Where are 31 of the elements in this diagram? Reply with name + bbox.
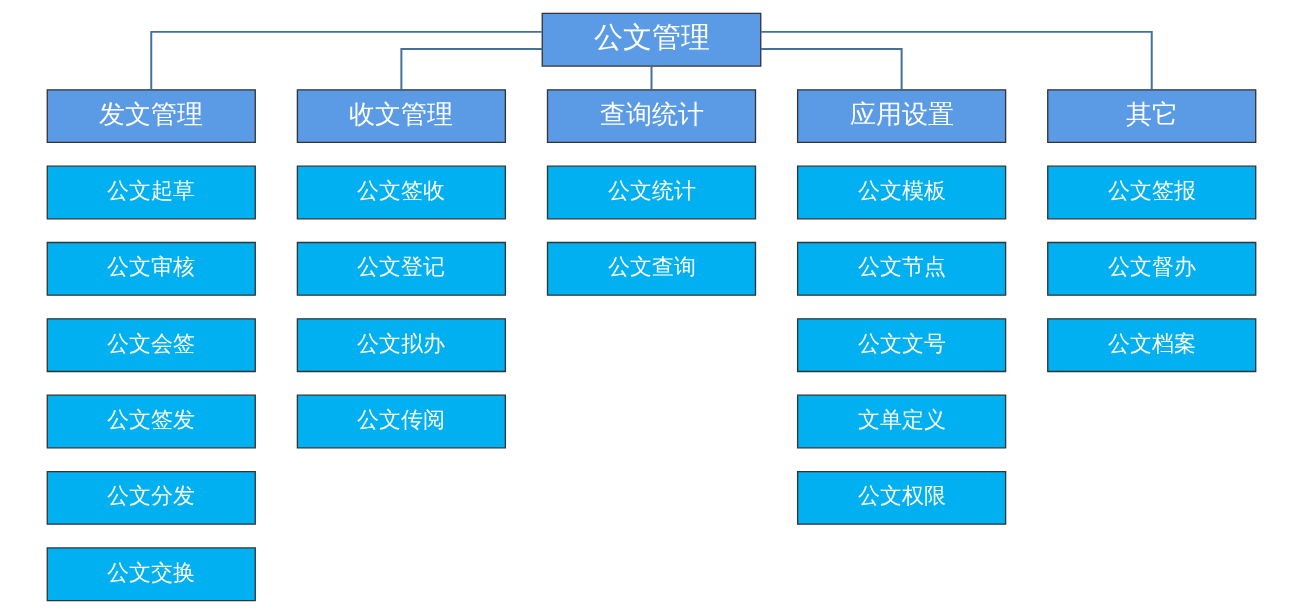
node-box: 公文督办 xyxy=(1047,241,1257,296)
node-box: 公文档案 xyxy=(1047,318,1257,373)
node-box: 公文文号 xyxy=(796,318,1007,373)
node-box: 公文拟办 xyxy=(296,318,507,373)
connector xyxy=(400,48,544,91)
node-box: 公文管理 xyxy=(541,12,762,67)
node-box: 应用设置 xyxy=(796,89,1007,144)
node-box: 发文管理 xyxy=(46,89,256,144)
node-box: 其它 xyxy=(1047,89,1257,144)
node-box: 公文起草 xyxy=(46,165,256,220)
node-box: 公文权限 xyxy=(796,470,1007,525)
node-box: 公文查询 xyxy=(546,241,757,296)
node-box: 公文模板 xyxy=(796,165,1007,220)
node-box: 公文传阅 xyxy=(296,394,507,449)
connector xyxy=(759,48,903,91)
connector xyxy=(150,30,543,91)
node-box: 文单定义 xyxy=(796,394,1007,449)
node-box: 公文签报 xyxy=(1047,165,1257,220)
node-box: 公文分发 xyxy=(46,470,256,525)
connector xyxy=(650,65,653,91)
connector xyxy=(760,30,1153,91)
node-box: 公文会签 xyxy=(46,318,256,373)
node-box: 公文审核 xyxy=(46,241,256,296)
node-box: 公文节点 xyxy=(796,241,1007,296)
node-box: 公文统计 xyxy=(546,165,757,220)
node-box: 收文管理 xyxy=(296,89,507,144)
node-box: 公文登记 xyxy=(296,241,507,296)
node-box: 公文签发 xyxy=(46,394,256,449)
node-box: 查询统计 xyxy=(546,89,757,144)
node-box: 公文交换 xyxy=(46,547,256,602)
node-box: 公文签收 xyxy=(296,165,507,220)
